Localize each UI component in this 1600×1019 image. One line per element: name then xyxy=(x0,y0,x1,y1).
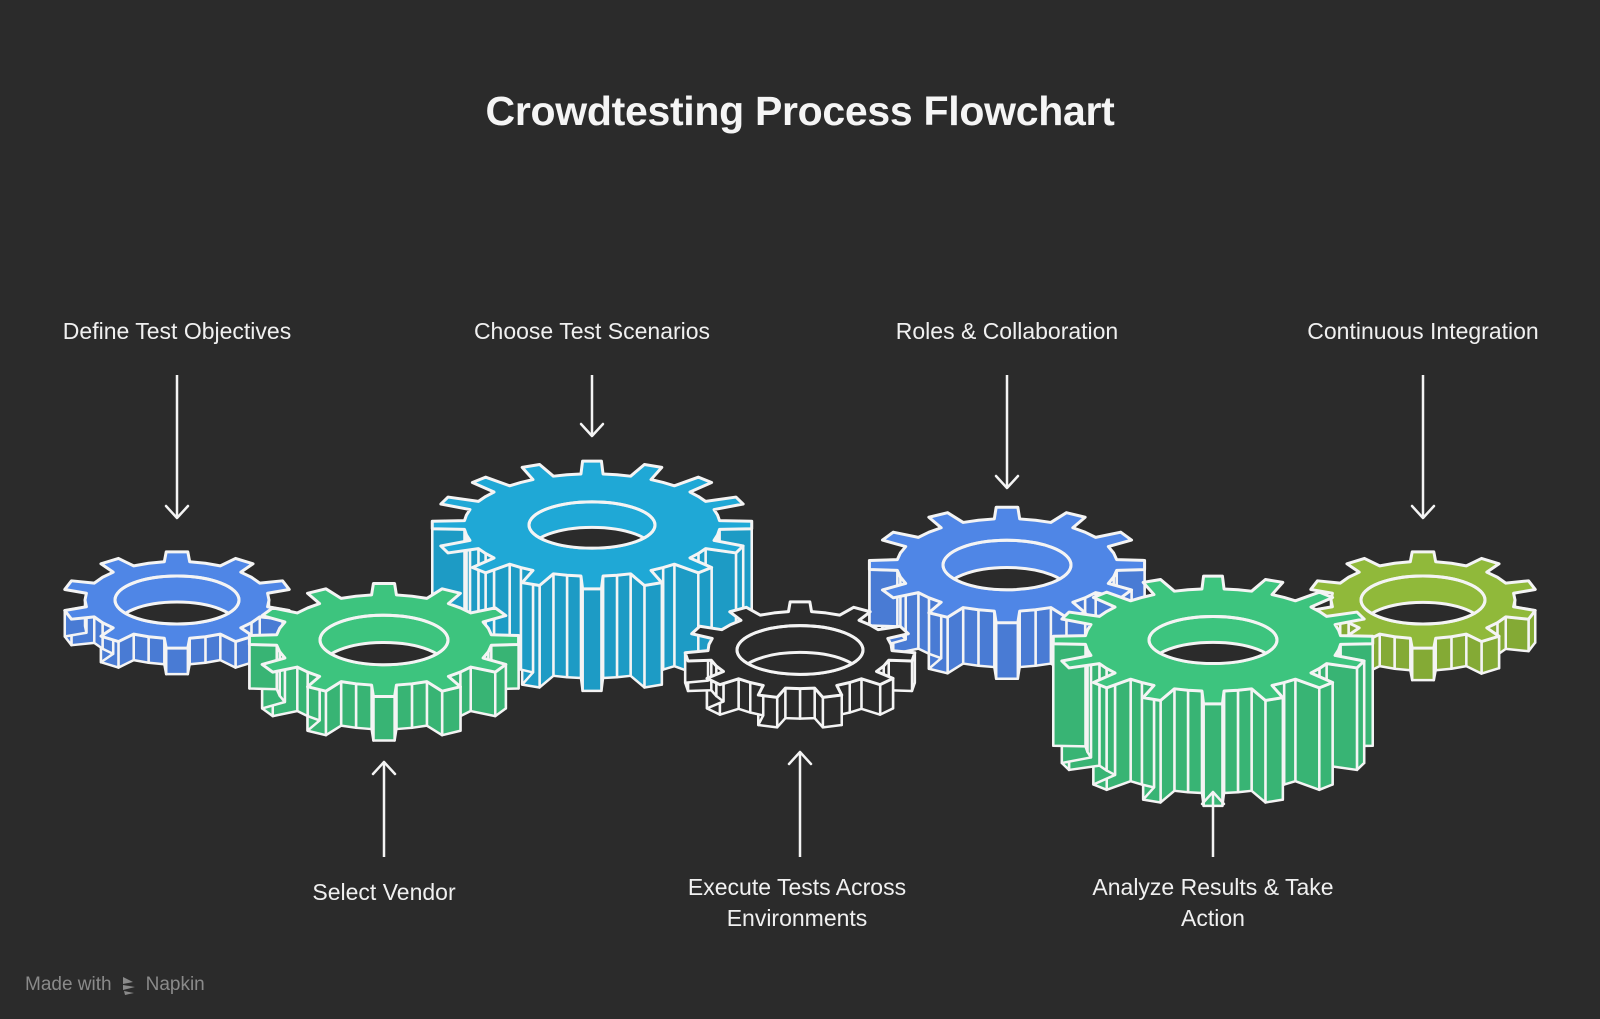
gear-side-face xyxy=(469,665,497,718)
step-label-select-vendor: Select Vendor xyxy=(312,879,456,905)
gear-side-face xyxy=(1282,677,1297,786)
made-with-text: Made with xyxy=(25,974,112,995)
gear-side-face xyxy=(1236,687,1253,794)
gear-side-face xyxy=(1250,687,1267,804)
gear-2 xyxy=(247,581,521,742)
step-label-define-test-objectives: Define Test Objectives xyxy=(62,318,292,344)
arrow-down-icon xyxy=(1410,375,1436,520)
gear-side-face xyxy=(459,665,472,718)
gear-hole-outline xyxy=(318,613,450,667)
gear-side-face xyxy=(581,587,603,693)
arrow-down-icon xyxy=(164,375,190,520)
gear-side-face xyxy=(440,685,462,737)
gear-side-face xyxy=(552,572,569,679)
gear-side-face xyxy=(1186,688,1204,795)
gear-side-face xyxy=(1434,635,1453,672)
gear-4 xyxy=(683,600,917,729)
gear-side-face xyxy=(538,572,555,689)
gear-side-face xyxy=(565,573,583,680)
gear-hole-outline xyxy=(1147,614,1279,666)
footer-watermark: Made with Napkin xyxy=(25,974,205,996)
gear-hole-outline xyxy=(527,500,657,550)
gear-side-face xyxy=(661,562,676,671)
gear-hole-opening xyxy=(1361,600,1485,624)
gear-side-face xyxy=(1450,632,1468,670)
gear-side-face xyxy=(1018,608,1037,669)
gear-side-face xyxy=(994,621,1020,681)
step-label-roles-collaboration: Roles & Collaboration xyxy=(895,318,1119,344)
gear-side-face xyxy=(1202,702,1224,808)
gear-6 xyxy=(1051,574,1375,808)
gear-side-face xyxy=(1318,681,1334,792)
gear-side-face xyxy=(1393,635,1412,672)
gear-side-face xyxy=(372,695,396,742)
gear-side-face xyxy=(132,632,150,664)
gear-hole-opening xyxy=(1149,640,1277,664)
diagram-title: Crowdtesting Process Flowchart xyxy=(485,88,1115,134)
gear-side-face xyxy=(1504,615,1530,653)
arrow-up-icon xyxy=(787,750,813,857)
gear-side-face xyxy=(339,680,358,730)
step-label-choose-test-scenarios: Choose Test Scenarios xyxy=(473,318,711,344)
gear-side-face xyxy=(1410,646,1436,682)
gear-side-face xyxy=(737,677,752,714)
gear-side-face xyxy=(1034,606,1053,668)
gear-side-face xyxy=(1159,687,1176,804)
arrow-up-icon xyxy=(371,760,397,857)
gear-side-face xyxy=(601,573,619,680)
gear-side-face xyxy=(147,635,166,666)
gear-hole-opening xyxy=(943,565,1071,590)
gear-hole-opening xyxy=(320,640,448,665)
gear-hole-opening xyxy=(529,525,655,549)
gear-side-face xyxy=(410,680,429,730)
gear-side-face xyxy=(1378,632,1396,670)
gear-side-face xyxy=(1222,688,1240,795)
step-label-continuous-integration: Continuous Integration xyxy=(1307,318,1539,344)
gear-side-face xyxy=(354,682,373,731)
gear-side-face xyxy=(821,693,843,729)
arrow-down-icon xyxy=(579,375,605,438)
gear-side-face xyxy=(615,572,632,679)
gear-side-face xyxy=(917,591,931,656)
gear-side-face xyxy=(188,635,207,666)
gear-side-face xyxy=(643,581,664,689)
gear-side-face xyxy=(977,608,996,669)
gear-side-face xyxy=(1294,677,1321,792)
gear-side-face xyxy=(296,665,309,718)
gear-hole-opening xyxy=(115,600,239,624)
gear-side-face xyxy=(164,646,190,676)
gear-side-face xyxy=(784,686,802,720)
gear-side-face xyxy=(204,632,222,664)
gear-hole-outline xyxy=(735,624,865,676)
gear-side-face xyxy=(848,677,863,714)
napkin-brand-text: Napkin xyxy=(145,974,205,995)
gear-side-face xyxy=(629,572,646,689)
gear-side-face xyxy=(1129,677,1144,786)
gear-hole-opening xyxy=(737,650,863,675)
gear-hole-outline xyxy=(941,538,1073,592)
gear-side-face xyxy=(1173,687,1190,794)
arrow-down-icon xyxy=(994,375,1020,490)
napkin-logo-icon xyxy=(122,977,135,995)
gear-side-face xyxy=(961,606,980,668)
gear-side-face xyxy=(1264,696,1285,804)
gear-side-face xyxy=(395,682,414,731)
gear-hole-outline xyxy=(113,574,241,626)
arrow-up-icon xyxy=(1200,790,1226,857)
gear-hole-outline xyxy=(1359,574,1487,626)
gear-side-face xyxy=(798,686,816,720)
